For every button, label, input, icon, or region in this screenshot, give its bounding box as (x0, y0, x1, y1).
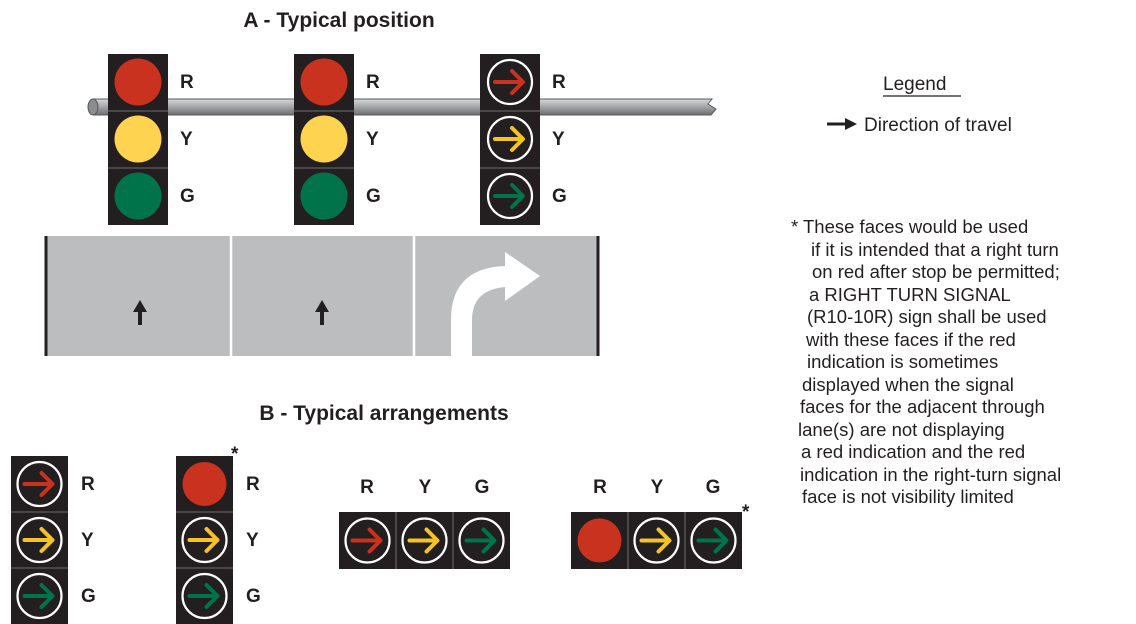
label-g: G (246, 586, 261, 607)
label-r: R (246, 474, 260, 495)
footnote-line: on red after stop be permitted; (812, 261, 1060, 282)
red-lens (300, 58, 348, 106)
roadway (44, 236, 600, 356)
footnote-line: with these faces if the red (806, 328, 1016, 350)
label-g: G (366, 186, 381, 207)
label-r: R (180, 72, 194, 93)
mast-arm (87, 98, 717, 116)
section-a-title: A - Typical position (243, 9, 434, 32)
yellow-lens (300, 115, 348, 163)
footnote-line: a red indication and the red (801, 441, 1026, 462)
right-turn-lane-arrow-icon (451, 252, 540, 356)
label-r: R (81, 474, 95, 495)
signal-head-b1 (11, 456, 68, 624)
label-g: G (475, 477, 490, 498)
label-g: G (81, 586, 96, 607)
footnote-line: lane(s) are not displaying (798, 418, 1005, 440)
green-lens (114, 172, 162, 220)
asterisk-mark: * (742, 502, 750, 523)
through-lane-arrow-icon (133, 300, 147, 325)
label-g: G (180, 186, 195, 207)
red-lens (114, 58, 162, 106)
red-lens (577, 518, 622, 563)
footnote: * These faces would be used if it is int… (789, 216, 1129, 509)
asterisk-mark: * (231, 444, 239, 465)
label-r: R (552, 72, 566, 93)
signal-head-a2 (294, 54, 354, 225)
yellow-lens (114, 115, 162, 163)
legend-title: Legend (883, 74, 946, 95)
signal-head-a1 (108, 54, 168, 225)
label-y: Y (419, 477, 432, 498)
label-y: Y (246, 530, 259, 551)
footnote-line: (R10-10R) sign shall be used (807, 306, 1047, 327)
legend-item-label: Direction of travel (864, 115, 1012, 136)
footnote-line: face is not visibility limited (802, 486, 1014, 507)
footnote-line: if it is intended that a right turn (811, 238, 1059, 260)
label-y: Y (651, 477, 664, 498)
footnote-line: * These faces would be used (791, 216, 1029, 237)
label-r: R (360, 477, 374, 498)
through-lane-arrow-icon (315, 300, 329, 325)
signal-head-a3 (480, 54, 540, 225)
green-lens (300, 172, 348, 220)
footnote-line: displayed when the signal (802, 373, 1014, 395)
label-y: Y (180, 129, 193, 150)
footnote-line: indication is sometimes (807, 351, 999, 372)
label-g: G (706, 477, 721, 498)
footnote-line: indication in the right-turn signal (800, 463, 1062, 485)
label-r: R (593, 477, 607, 498)
right-arrow-icon (827, 118, 857, 130)
footnote-line: a RIGHT TURN SIGNAL (809, 283, 1011, 305)
label-y: Y (81, 530, 94, 551)
label-r: R (366, 72, 380, 93)
section-b-title: B - Typical arrangements (259, 402, 508, 425)
label-y: Y (552, 129, 565, 150)
legend: Legend Direction of travel (827, 74, 1012, 136)
signal-head-b4 (571, 512, 742, 569)
signal-head-b2 (176, 456, 233, 624)
red-lens (182, 462, 227, 506)
label-g: G (552, 186, 567, 207)
signal-head-b3 (339, 512, 510, 569)
label-y: Y (366, 129, 379, 150)
footnote-line: faces for the adjacent through (800, 396, 1045, 417)
